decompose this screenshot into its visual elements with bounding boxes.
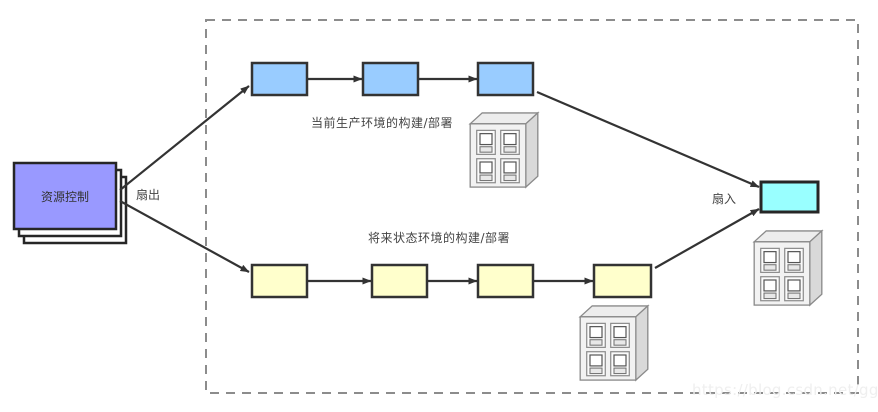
current-step-1[interactable]: [250, 61, 309, 97]
future-step-3[interactable]: [476, 263, 535, 299]
current-step-2[interactable]: [361, 61, 420, 97]
current-step-3[interactable]: [476, 61, 535, 97]
watermark: https://blog.csdn.net/gg: [692, 381, 878, 399]
future-branch-label: 将来状态环境的构建/部署: [368, 231, 511, 245]
fan-out-label: 扇出: [136, 188, 161, 202]
pipeline-boundary: [205, 19, 859, 394]
future-step-4[interactable]: [592, 263, 653, 299]
fanin-arrow-bottom: [654, 208, 760, 269]
server-rack-icon: [579, 305, 649, 381]
future-step-2[interactable]: [370, 263, 429, 299]
server-rack-icon: [753, 230, 823, 306]
fanout-arrow-bottom: [119, 200, 250, 273]
current-branch-label: 当前生产环境的构建/部署: [311, 116, 454, 130]
resource-control-node[interactable]: [12, 161, 128, 245]
fan-in-label: 扇入: [712, 192, 737, 206]
fanin-arrow-top: [536, 90, 760, 189]
fanout-arrow-top: [119, 85, 250, 191]
resource-control-label: 资源控制: [40, 190, 89, 204]
future-step-1[interactable]: [250, 263, 309, 299]
fan-in-target[interactable]: [759, 180, 820, 214]
server-rack-icon: [469, 112, 539, 188]
